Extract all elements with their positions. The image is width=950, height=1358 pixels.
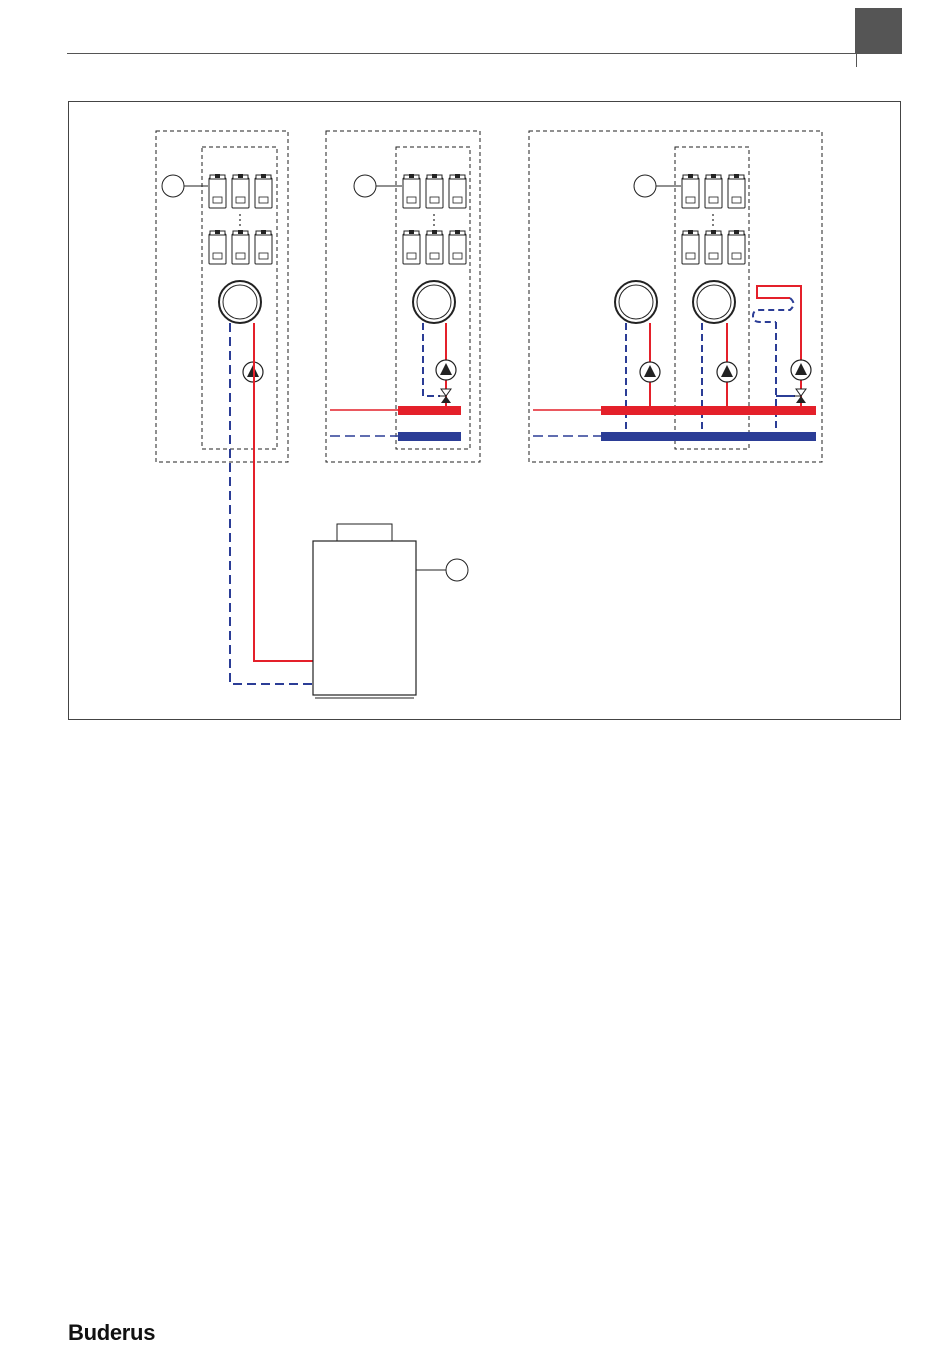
radiator-icon (449, 230, 466, 264)
radiator-body (728, 178, 745, 208)
boiler-icon (313, 541, 416, 695)
radiator-valve (455, 230, 460, 234)
radiator-body (403, 178, 420, 208)
return-pipe (423, 323, 440, 396)
callout-circle (162, 175, 184, 197)
radiator-body (449, 234, 466, 264)
radiator-icon (403, 230, 420, 264)
radiator-valve (261, 230, 266, 234)
radiator-valve (734, 230, 739, 234)
radiator-valve (734, 174, 739, 178)
radiator-icon (449, 174, 466, 208)
continuation-dot (433, 214, 435, 216)
radiator-valve (215, 230, 220, 234)
radiator-icon (728, 174, 745, 208)
underfloor-loop-flow (757, 286, 801, 410)
radiator-body (255, 234, 272, 264)
storage-cylinder-icon (219, 281, 261, 323)
continuation-dot (239, 224, 241, 226)
continuation-dot (712, 219, 714, 221)
radiator-icon (728, 230, 745, 264)
radiator-icon (403, 174, 420, 208)
return-pipe (230, 323, 315, 684)
storage-cylinder-icon (693, 281, 735, 323)
return-header (398, 432, 461, 441)
radiator-icon (426, 174, 443, 208)
radiator-icon (682, 174, 699, 208)
radiator-body (426, 234, 443, 264)
radiator-valve (238, 230, 243, 234)
radiator-valve (215, 174, 220, 178)
flow-header (398, 406, 461, 415)
continuation-dot (712, 214, 714, 216)
continuation-dot (239, 214, 241, 216)
callout-circle (354, 175, 376, 197)
radiator-valve (688, 230, 693, 234)
radiator-icon (232, 230, 249, 264)
radiator-valve (261, 174, 266, 178)
radiator-icon (209, 230, 226, 264)
radiator-valve (688, 174, 693, 178)
radiator-body (403, 234, 420, 264)
storage-cylinder-icon (615, 281, 657, 323)
radiator-body (255, 178, 272, 208)
callout-circle (446, 559, 468, 581)
continuation-dot (712, 224, 714, 226)
radiator-icon (682, 230, 699, 264)
brand-logo: Buderus (68, 1320, 155, 1346)
radiator-body (449, 178, 466, 208)
radiator-icon (255, 174, 272, 208)
radiator-icon (705, 174, 722, 208)
mixing-valve-lower (796, 396, 806, 403)
radiator-icon (426, 230, 443, 264)
radiator-valve (432, 230, 437, 234)
mixing-valve-icon (441, 389, 451, 396)
radiator-body (232, 178, 249, 208)
radiator-body (209, 178, 226, 208)
radiator-body (728, 234, 745, 264)
boiler-flue (337, 524, 392, 541)
mixing-valve-icon (796, 389, 806, 396)
radiator-valve (711, 230, 716, 234)
radiator-body (705, 178, 722, 208)
radiator-icon (255, 230, 272, 264)
return-header (601, 432, 816, 441)
flow-header (601, 406, 816, 415)
radiator-body (426, 178, 443, 208)
radiator-body (705, 234, 722, 264)
radiator-icon (232, 174, 249, 208)
radiator-valve (409, 230, 414, 234)
radiator-valve (409, 174, 414, 178)
radiator-body (209, 234, 226, 264)
radiator-body (682, 234, 699, 264)
underfloor-loop-return (753, 298, 794, 322)
radiator-valve (432, 174, 437, 178)
radiator-body (232, 234, 249, 264)
continuation-dot (239, 219, 241, 221)
mixing-valve-lower (441, 396, 451, 403)
radiator-icon (705, 230, 722, 264)
radiator-valve (711, 174, 716, 178)
radiator-body (682, 178, 699, 208)
continuation-dot (433, 219, 435, 221)
radiator-icon (209, 174, 226, 208)
storage-cylinder-icon (413, 281, 455, 323)
radiator-valve (238, 174, 243, 178)
callout-circle (634, 175, 656, 197)
radiator-valve (455, 174, 460, 178)
continuation-dot (433, 224, 435, 226)
